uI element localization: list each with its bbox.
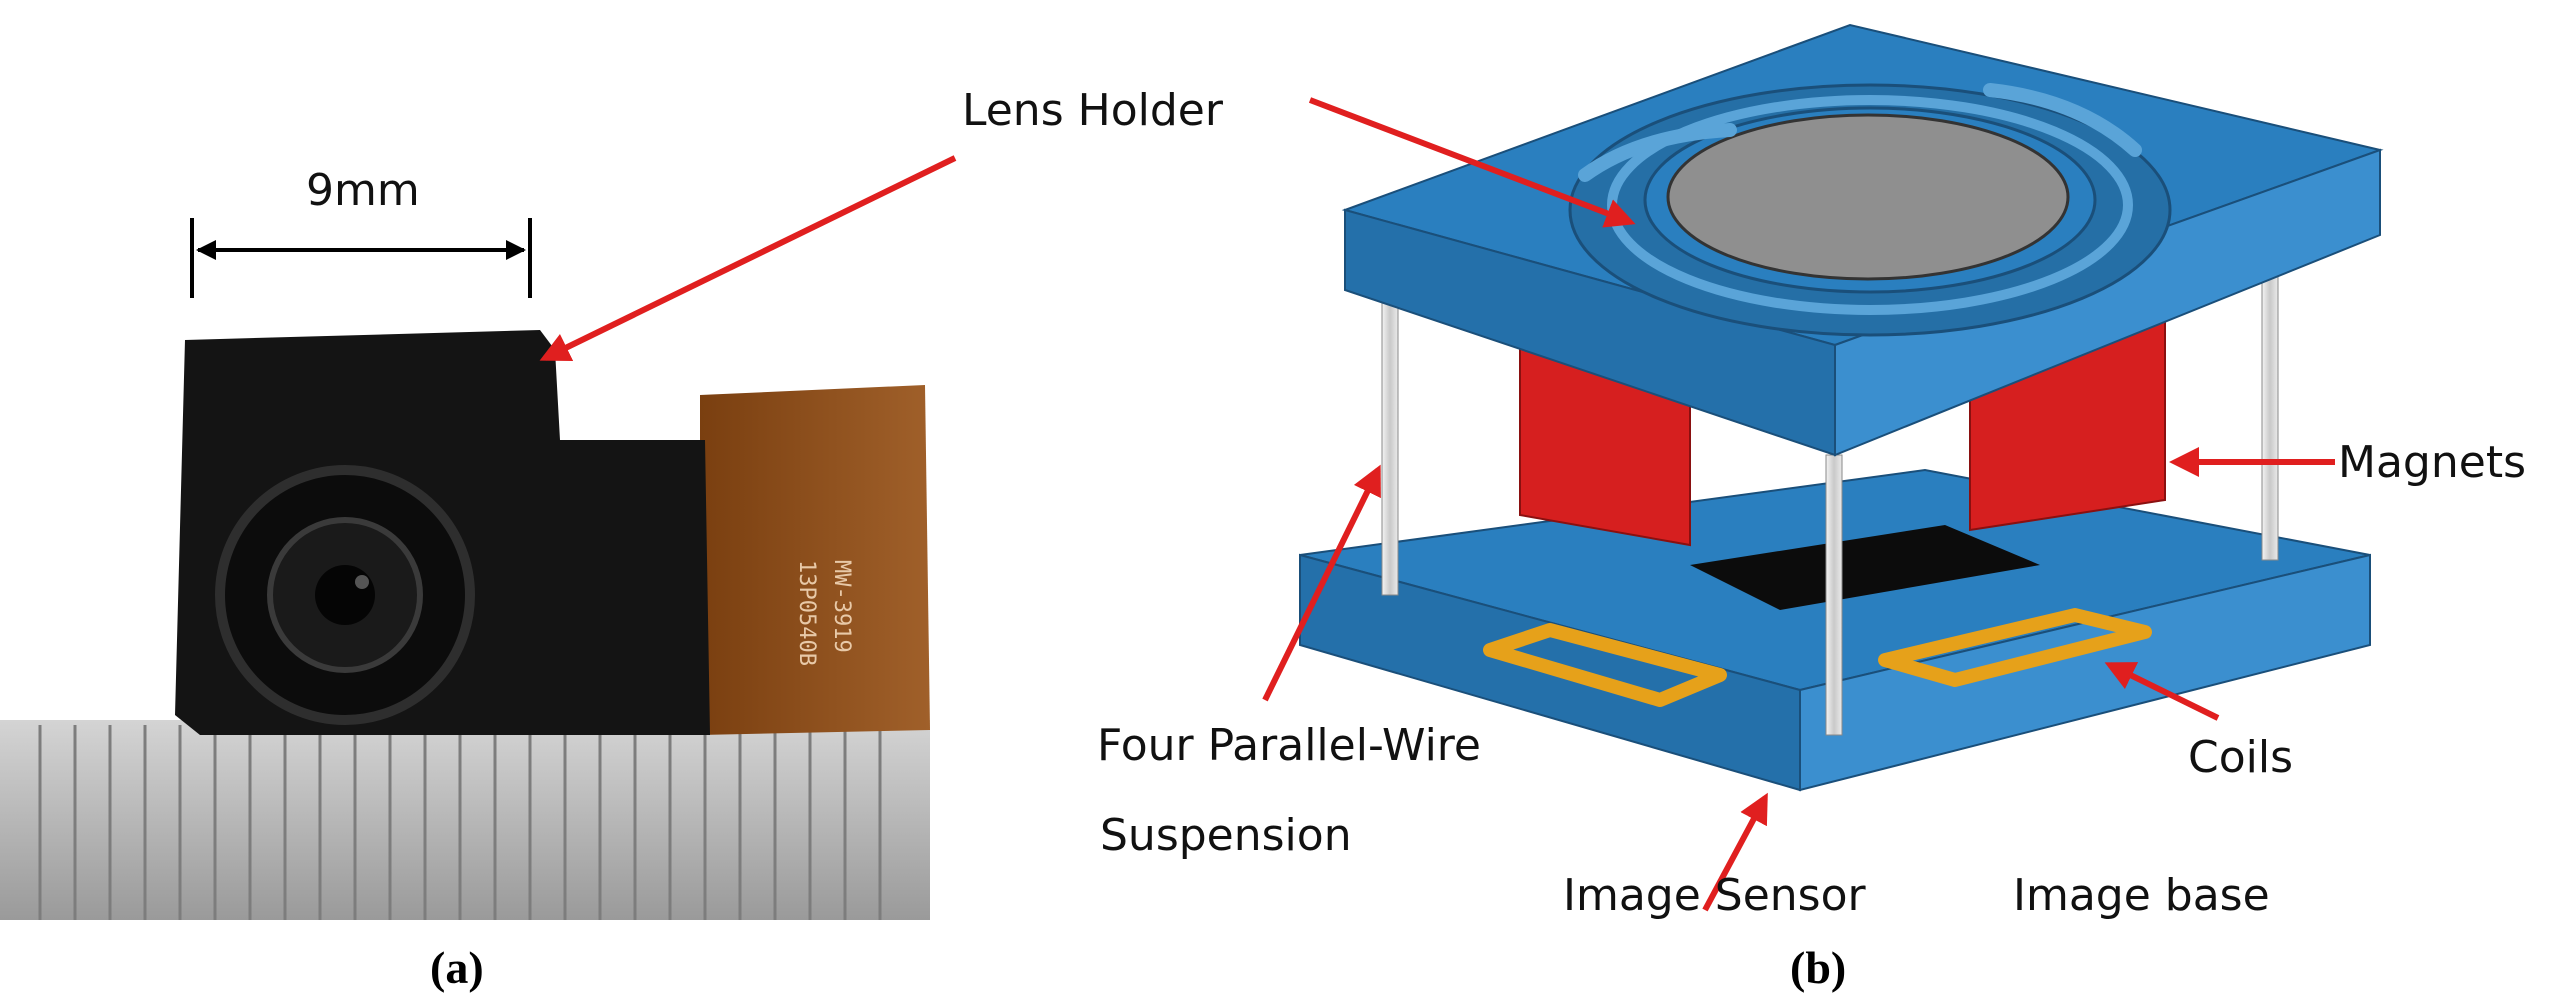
wire-front-middle [1825,454,1843,736]
label-wire-suspension-line1: Four Parallel-Wire [1097,720,1481,771]
wire-back-left [1381,284,1399,596]
arrow-image-sensor [1702,792,1768,912]
coil-right [1878,608,2152,687]
coil-left [1483,623,1727,707]
label-magnets: Magnets [2338,437,2526,488]
panel-a-photo: 13P0540B MW-3919 9mm (a) [0,155,957,993]
top-plate-right-side [1834,148,2381,457]
label-image-base: Image base [2013,870,2270,921]
base-plate-right-side [1799,553,2371,792]
label-wire-suspension-line2: Suspension [1100,810,1352,861]
panel-b-diagram [1299,23,2384,792]
lens-highlight [355,575,369,589]
lens-aperture [315,565,375,625]
label-coils: Coils [2188,732,2293,783]
image-sensor [1690,525,2040,610]
spring-arm-right [1983,83,2142,157]
wire-back-right [2261,269,2279,561]
chip-marking-1: 13P0540B [794,560,819,666]
label-lens-holder: Lens Holder [962,85,1224,136]
connector-board [0,720,930,920]
dimension-label: 9mm [306,165,420,216]
arrow-wires [1262,464,1381,702]
arrow-coils [2104,662,2220,721]
panel-b-caption: (b) [1790,942,1846,993]
callout-arrows [1262,97,2335,912]
connector-pins [38,725,882,920]
chip-marking-2: MW-3919 [829,560,854,653]
flex-cable [700,385,930,735]
spring-arm-left [1578,123,1737,182]
arrow-photo-to-label [539,155,957,361]
lens-glass [1666,113,2070,281]
label-image-sensor: Image Sensor [1563,870,1867,921]
arrow-lens-holder [1308,97,1636,228]
panel-a-caption: (a) [430,942,484,993]
